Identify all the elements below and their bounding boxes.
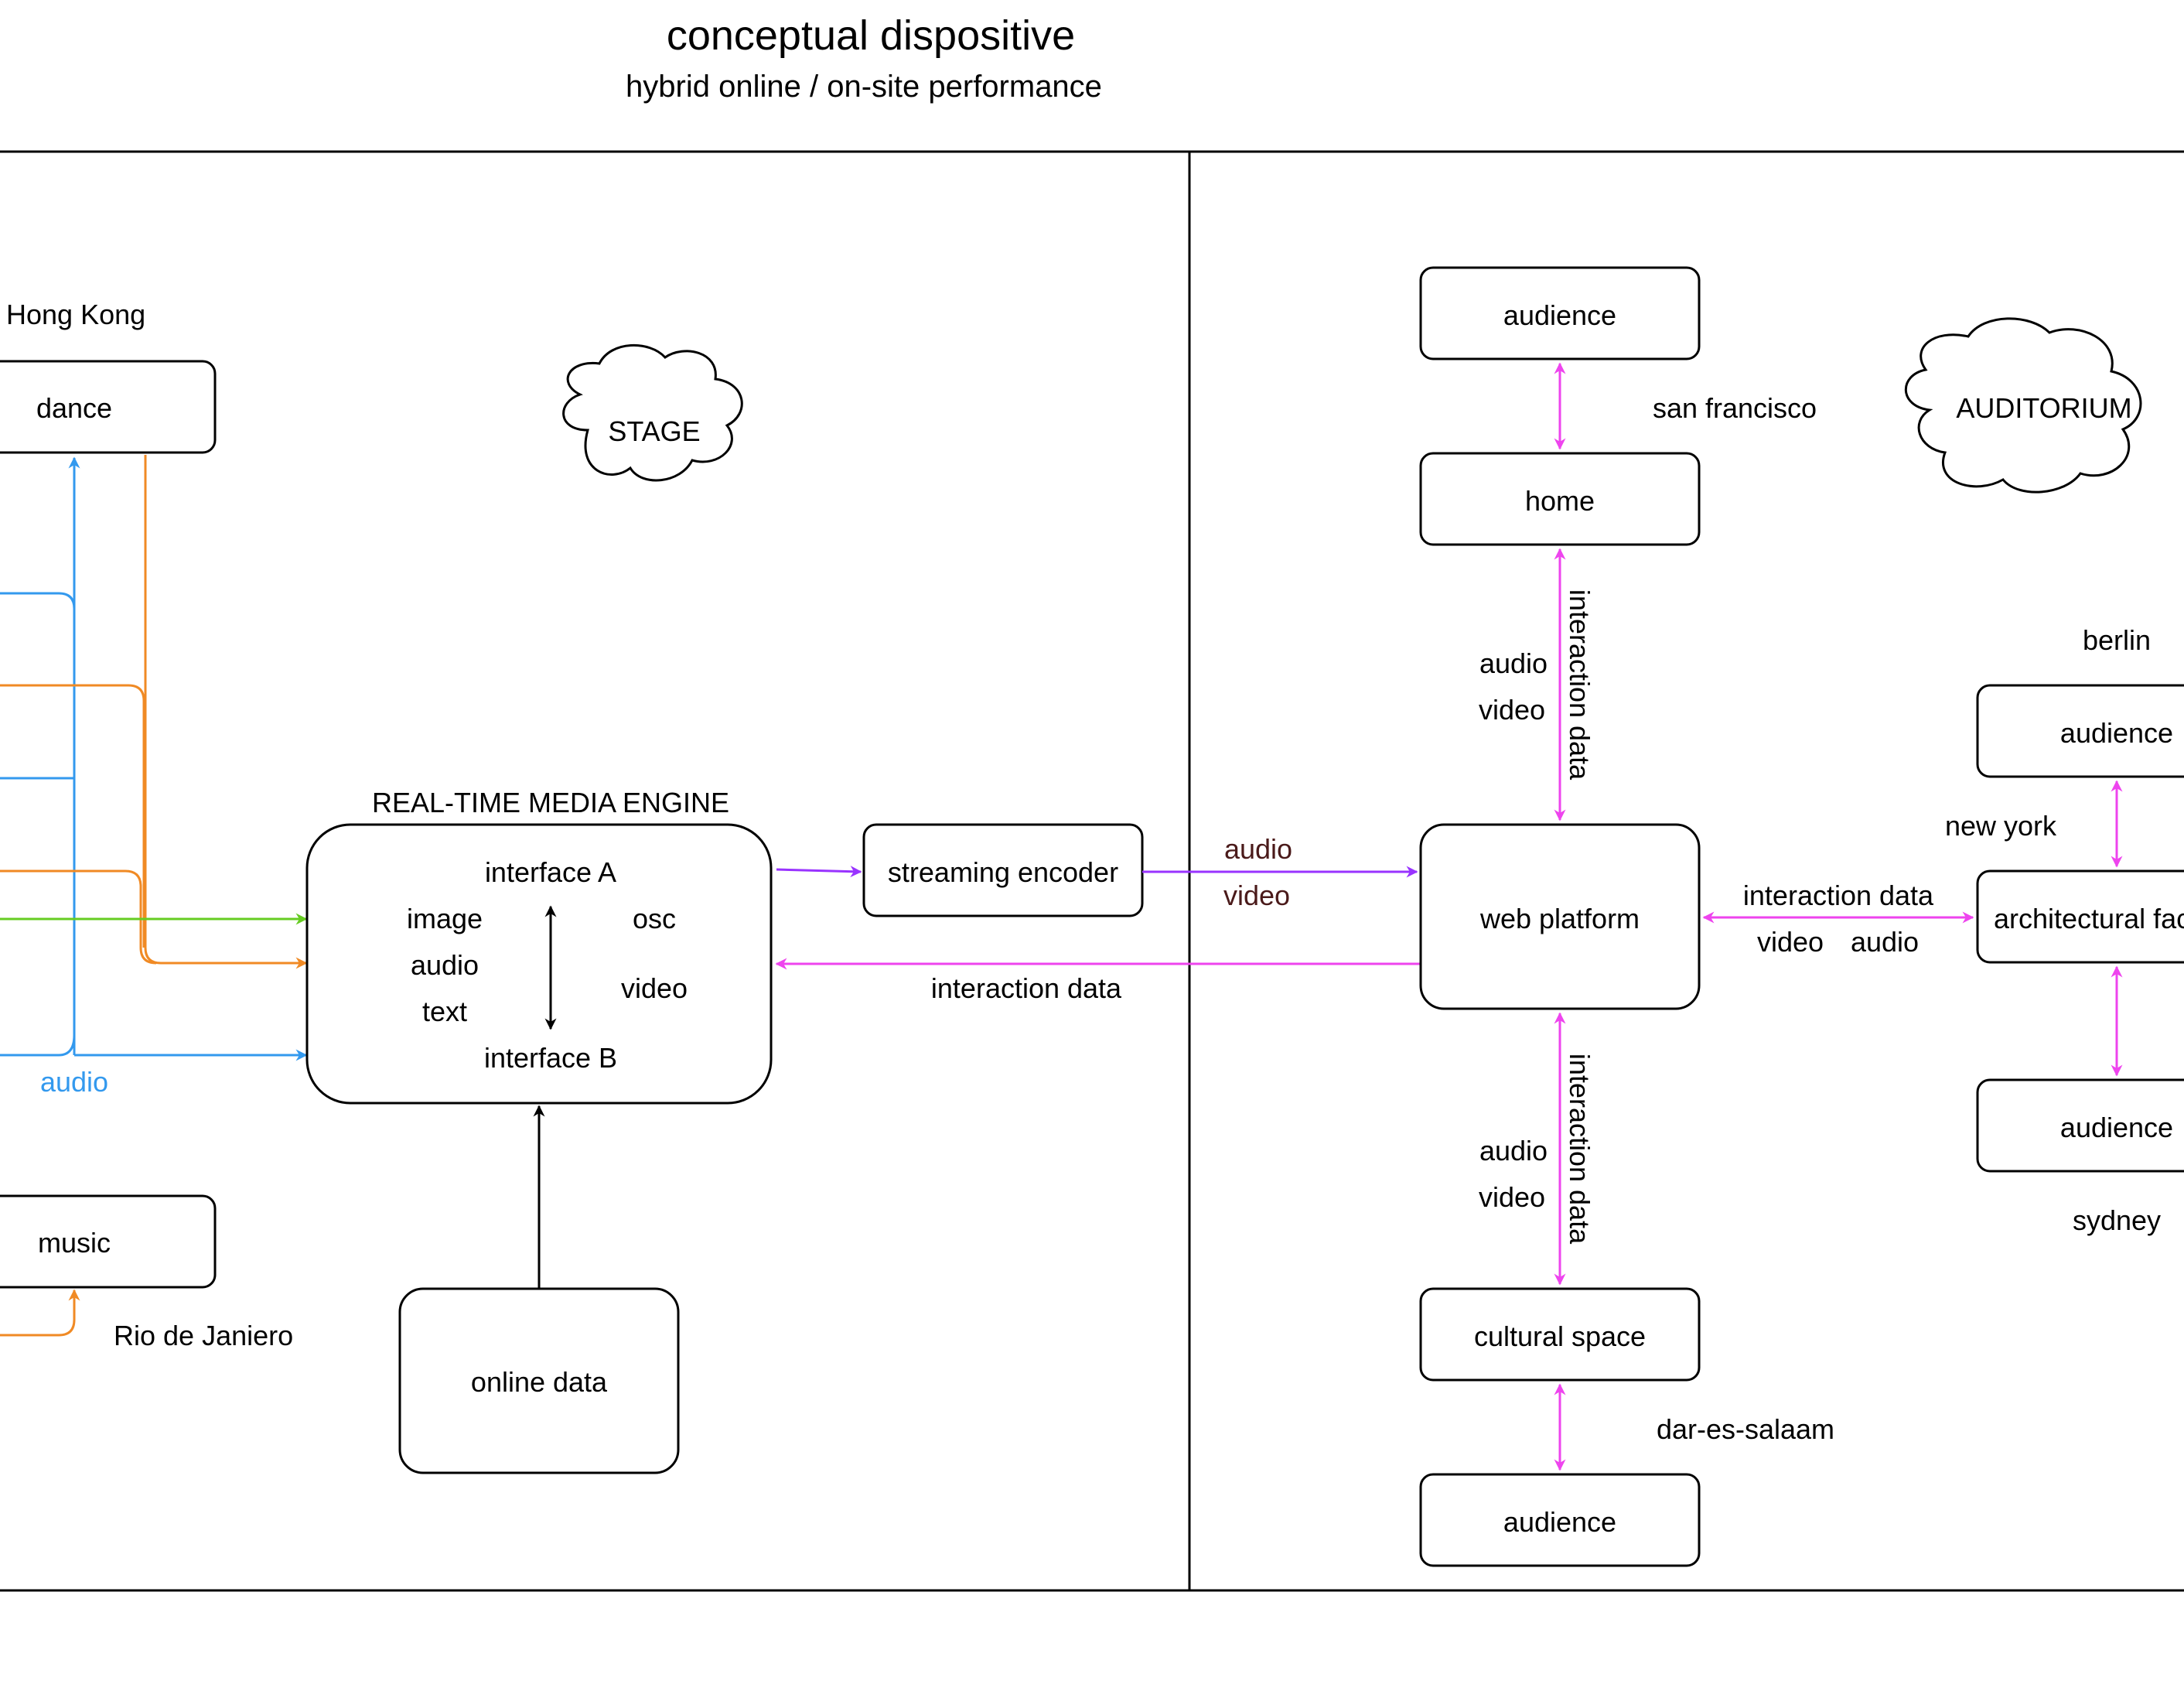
auditorium-cloud: AUDITORIUM — [1904, 317, 2142, 494]
audience-berlin-label: audience — [2060, 717, 2173, 749]
orange-from-dance — [144, 455, 308, 969]
dance-node[interactable]: dance — [0, 360, 217, 454]
orange-branch-lower — [0, 869, 157, 965]
engine-osc-label: osc — [633, 903, 676, 934]
orange-rio-to-music — [0, 1289, 80, 1337]
architectural-facade-label: architectural facade — [1994, 903, 2184, 934]
arch-audio-label: audio — [1851, 926, 1919, 958]
cultural-video-label: video — [1479, 1181, 1545, 1213]
audience-sf-label: audience — [1503, 299, 1616, 331]
blue-feed-to-dance — [0, 592, 76, 1057]
encoder-audio-label: audio — [1224, 833, 1292, 865]
sydney-label: sydney — [2073, 1204, 2161, 1236]
home-label: home — [1525, 485, 1595, 517]
interface-b-label: interface B — [484, 1042, 617, 1074]
streaming-encoder-node[interactable]: streaming encoder — [862, 823, 1144, 917]
berlin-label: berlin — [2083, 624, 2151, 656]
engine-text-label: text — [422, 996, 467, 1027]
engine-audio-label: audio — [411, 949, 479, 981]
home-node[interactable]: home — [1419, 452, 1701, 546]
music-node[interactable]: music — [0, 1194, 217, 1289]
stage-cloud-label: STAGE — [608, 415, 700, 447]
audience-dar-node[interactable]: audience — [1419, 1473, 1701, 1567]
hong-kong-label: Hong Kong — [6, 299, 145, 330]
web-platform-node[interactable]: web platform — [1419, 823, 1701, 1010]
web-platform-label: web platform — [1479, 903, 1640, 934]
engine-to-encoder — [776, 866, 862, 878]
streaming-encoder-label: streaming encoder — [888, 856, 1118, 888]
dance-label: dance — [36, 392, 112, 424]
audience-sydney-node[interactable]: audience — [1976, 1078, 2184, 1173]
arch-video-label: video — [1757, 926, 1824, 958]
home-audio-label: audio — [1479, 647, 1548, 679]
audience-sydney-label: audience — [2060, 1112, 2173, 1143]
diagram-title: conceptual dispositive — [667, 12, 1075, 59]
diagram-subtitle: hybrid online / on-site performance — [626, 70, 1102, 104]
blue-audio-label: audio — [40, 1066, 108, 1098]
rio-label: Rio de Janiero — [114, 1320, 293, 1351]
audience-sf-node[interactable]: audience — [1419, 266, 1701, 360]
online-data-node[interactable]: online data — [398, 1287, 680, 1474]
engine-image-label: image — [407, 903, 483, 934]
encoder-video-label: video — [1223, 880, 1290, 911]
cultural-space-label: cultural space — [1474, 1320, 1646, 1352]
media-engine-node[interactable]: interface A interface B image audio text… — [305, 823, 773, 1105]
home-video-label: video — [1479, 694, 1545, 726]
audience-dar-label: audience — [1503, 1506, 1616, 1538]
audience-berlin-node[interactable]: audience — [1976, 684, 2184, 778]
interface-a-label: interface A — [485, 856, 616, 888]
cultural-audio-label: audio — [1479, 1135, 1548, 1167]
music-label: music — [38, 1227, 111, 1259]
home-interaction-label: interaction data — [1564, 589, 1595, 781]
online-data-label: online data — [471, 1366, 608, 1398]
feed-lines — [0, 455, 308, 1337]
arch-interaction-label: interaction data — [1743, 880, 1934, 911]
dar-es-salaam-label: dar-es-salaam — [1657, 1413, 1834, 1445]
auditorium-cloud-label: AUDITORIUM — [1956, 392, 2131, 424]
cultural-space-node[interactable]: cultural space — [1419, 1287, 1701, 1382]
orange-branch-upper — [0, 684, 145, 948]
new-york-label: new york — [1945, 810, 2057, 842]
interaction-back-label: interaction data — [931, 972, 1122, 1004]
engine-video-label: video — [621, 972, 688, 1004]
engine-title: REAL-TIME MEDIA ENGINE — [372, 787, 729, 818]
stage-cloud: STAGE — [562, 343, 743, 482]
cultural-interaction-label: interaction data — [1564, 1054, 1595, 1245]
san-francisco-label: san francisco — [1653, 392, 1817, 424]
architectural-facade-node[interactable]: architectural facade — [1976, 869, 2184, 964]
